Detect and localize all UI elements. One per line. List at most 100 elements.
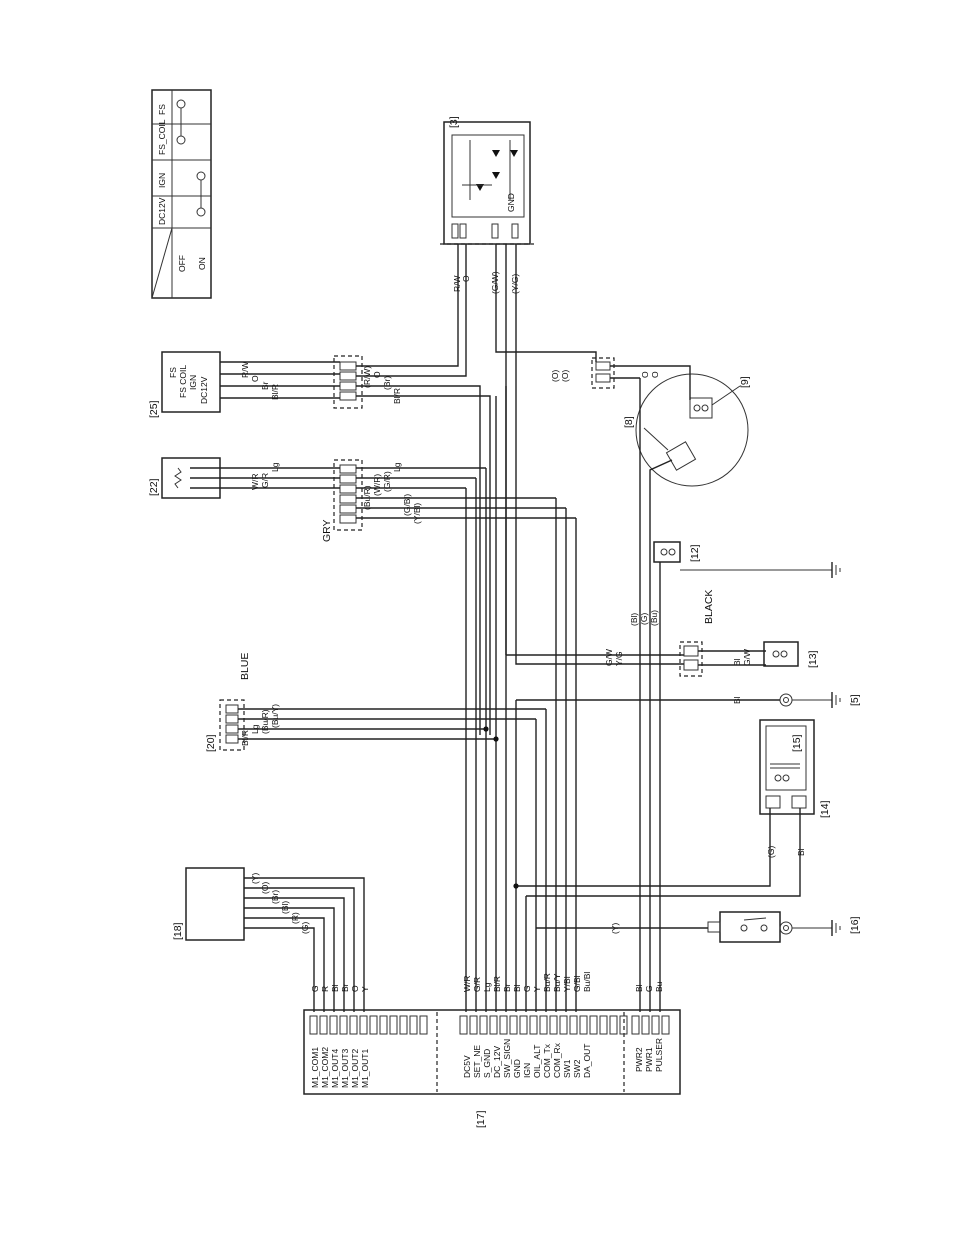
wires [190, 244, 801, 1012]
pin-sw-sign: SW_SIGN [502, 1039, 512, 1078]
wire-main-buy: Bu/Y [552, 973, 562, 992]
wire-main-gr: G/R [472, 977, 482, 992]
wire-20-bur: (Bu/R) [260, 709, 270, 734]
pin-com-rx: COM_Rx [552, 1042, 562, 1078]
label-22: [22] [148, 478, 160, 496]
ecu-pin-socket [549, 1015, 558, 1035]
wire-m1-r: R [320, 986, 330, 992]
ecu-pin-socket [519, 1015, 528, 1035]
ecu-pin-socket [529, 1015, 538, 1035]
sensor-22: [22] Lg G/R W/R GRY Lg (G/R) (W/R) (Bu/R… [148, 457, 422, 542]
switch-row-on: ON [197, 257, 207, 270]
pin-25-ign: IGN [188, 375, 198, 390]
pin-dc-12v: DC_12V [492, 1046, 502, 1078]
wire-main-y: Y [532, 986, 542, 992]
ecu-pin-socket [459, 1015, 468, 1035]
wire-m1-y: Y [360, 986, 370, 992]
motor-18: [18] (Y) (O) (Br) (Bl) (R) (G) [172, 867, 310, 941]
ecu-pin-socket [539, 1015, 548, 1035]
pin-sw1: SW1 [562, 1059, 572, 1078]
ecu-pin-socket [651, 1015, 660, 1035]
conn-25-rw: (R/W) [362, 366, 372, 388]
ecu-pin-socket [349, 1015, 358, 1035]
label-13: [13] [807, 650, 819, 668]
label-8: [8] [623, 416, 635, 428]
wire-main-lg: Lg [482, 982, 492, 992]
ecu-pin-socket [619, 1015, 628, 1035]
black-wire-yg: Y/G [614, 651, 624, 666]
pin-25-dc12v: DC12V [199, 376, 209, 404]
pulser-wire-g: (G) [639, 613, 649, 625]
conn-25-br: (Br) [382, 376, 392, 390]
wire-25-o: O [250, 375, 260, 382]
wire-3-gw: (G/W) [490, 271, 500, 294]
conn-22-wr: (W/R) [372, 474, 382, 496]
switch-header-fs: FS [157, 104, 167, 115]
ecu-pin-socket [389, 1015, 398, 1035]
oo-wire-4: O [650, 371, 660, 378]
pin-set-ne: SET_NE [472, 1045, 482, 1078]
ecu-pin-socket [379, 1015, 388, 1035]
wire-pwr-bl: Bl [634, 984, 644, 992]
pin-m1-out1: M1_OUT1 [360, 1049, 370, 1088]
ecu-pin-socket [509, 1015, 518, 1035]
pin-dc5v: DC5V [462, 1055, 472, 1078]
wire-25-rw: R/W [240, 361, 250, 378]
wire-13-gw: G/W [742, 649, 752, 666]
ecu-pins: M1_COM1 M1_COM2 M1_OUT4 M1_OUT3 M1_OUT2 … [310, 972, 664, 1088]
pin-m1-com1: M1_COM1 [310, 1047, 320, 1088]
wire-14-g: (G) [766, 846, 776, 858]
wire-main-blr: Bl/R [492, 976, 502, 992]
label-25: [25] [148, 400, 160, 418]
ecu-pin-socket [499, 1015, 508, 1035]
ecu-pin-socket [339, 1015, 348, 1035]
ecu-pin-socket [569, 1015, 578, 1035]
label-15: [15] [791, 734, 803, 752]
pin-pulser: PULSER [654, 1038, 664, 1072]
pin-da-out: DA_OUT [582, 1044, 592, 1078]
relay-14: [15] [14] (G) Bl [759, 719, 831, 858]
pin-s-gnd: S_GND [482, 1049, 492, 1078]
wire-3-rw: R/W [452, 275, 462, 292]
ecu-pin-socket [599, 1015, 608, 1035]
ecu-pin-socket [369, 1015, 378, 1035]
wire-3-yg: (Y/G) [510, 274, 520, 294]
label-5: [5] [849, 694, 861, 706]
wire-22-lg: Lg [270, 462, 280, 472]
wire-22-gr: G/R [260, 473, 270, 488]
label-16: [16] [849, 916, 861, 934]
conn-22-lg: Lg [392, 462, 402, 472]
wire-main-gbl: G/Bl [572, 975, 582, 992]
ecu-pin-socket [359, 1015, 368, 1035]
conn-22-gr: (G/R) [382, 471, 392, 492]
label-20: [20] [205, 734, 217, 752]
wire-main-bur: Bu/R [542, 973, 552, 992]
ecu-pin-socket [469, 1015, 478, 1035]
control-unit-17: [17] [303, 1009, 681, 1128]
ecu-pin-socket [399, 1015, 408, 1035]
ecu-pin-socket [579, 1015, 588, 1035]
switch-header-fs-coil: FS_COIL [157, 119, 167, 155]
wire-20-blr: Bl/R [240, 730, 250, 746]
switch-table: FS FS_COIL IGN DC12V OFF ON [151, 89, 212, 299]
ecu-pin-socket [609, 1015, 618, 1035]
label-3-gnd: GND [506, 193, 516, 212]
ecu-pin-socket [329, 1015, 338, 1035]
pin-sw2: SW2 [572, 1059, 582, 1078]
pin-m1-out3: M1_OUT3 [340, 1049, 350, 1088]
wire-main-g: G [522, 985, 532, 992]
ecu-pin-socket [309, 1015, 318, 1035]
pin-pwr2: PWR2 [634, 1047, 644, 1072]
oo-wire-2: (O) [560, 370, 570, 382]
wire-main-bubl: Bu/Bl [582, 972, 592, 992]
wire-14-bl: Bl [796, 848, 806, 856]
wire-20-buy: (Bu/Y) [270, 704, 280, 728]
label-14: [14] [819, 800, 831, 818]
wire-m1-bl: Bl [330, 984, 340, 992]
label-17: [17] [475, 1110, 487, 1128]
gry-connector-label: GRY [321, 519, 333, 542]
switch-header-dc12v: DC12V [157, 197, 167, 225]
oo-wire-3: O [640, 371, 650, 378]
pin-25-fs-coil: FS COIL [178, 365, 188, 398]
pickup-area: [9] [8] [12] (Bl) (G) (Bu) [623, 373, 841, 626]
